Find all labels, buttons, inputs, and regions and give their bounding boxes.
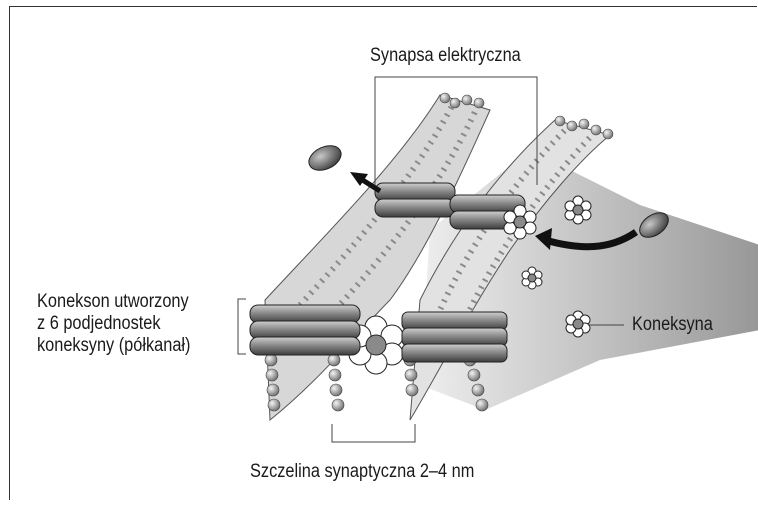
connexon-label-line-3: koneksyny (półkanał) bbox=[37, 335, 190, 357]
connexon-label-line-1: Konekson utworzony bbox=[37, 291, 190, 313]
connexon-bracket bbox=[238, 299, 246, 354]
synaptic-cleft-label: Szczelina synaptyczna 2–4 nm bbox=[250, 461, 474, 483]
right-connexon bbox=[402, 312, 507, 362]
title-label: Synapsa elektryczna bbox=[370, 45, 521, 67]
cleft-bracket bbox=[332, 424, 415, 442]
left-connexon-hemichannel bbox=[250, 305, 360, 355]
connexin-label: Koneksyna bbox=[632, 314, 713, 336]
connexon-label: Konekson utworzony z 6 podjednostek kone… bbox=[37, 291, 190, 357]
connexon-label-line-2: z 6 podjednostek bbox=[37, 313, 190, 335]
molecule-oval-left bbox=[305, 141, 345, 175]
